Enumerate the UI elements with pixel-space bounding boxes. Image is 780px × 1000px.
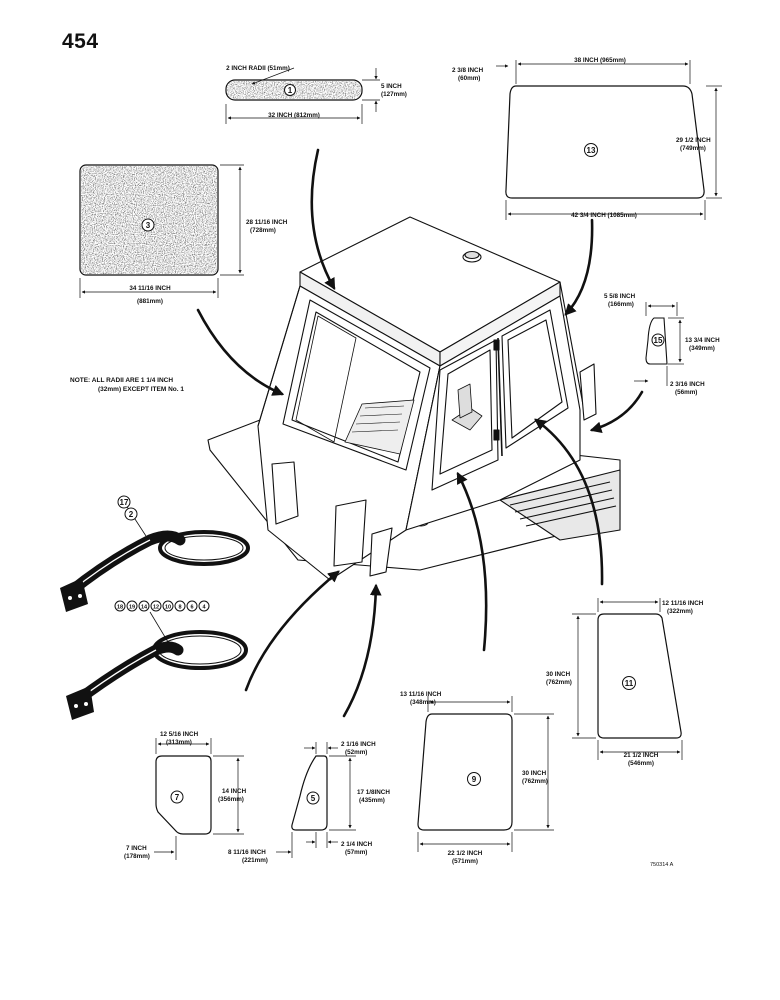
item-15-bottom-in: 2 3/16 INCH — [670, 381, 705, 388]
seal-b-callout-18: 18 — [117, 605, 123, 611]
item-1-height-in: 5 INCH — [381, 83, 402, 90]
seal-a-callout-2: 2 — [129, 510, 134, 519]
item-13-callout: 13 — [587, 146, 596, 155]
radii-note-line2: (32mm) EXCEPT ITEM No. 1 — [98, 386, 184, 393]
item-15-top-mm: (166mm) — [608, 301, 634, 308]
seal-b-callout-12: 12 — [153, 605, 159, 611]
item-9-callout: 9 — [472, 775, 477, 784]
glass-item-11 — [572, 598, 683, 760]
drawing-reference-code: 750314 A — [650, 862, 674, 868]
item-15-height-mm: (349mm) — [689, 345, 715, 352]
item-9-bottom-in: 22 1/2 INCH — [448, 850, 483, 857]
glass-item-13 — [496, 60, 722, 220]
item-7-bottom-mm: (178mm) — [124, 853, 150, 860]
item-9-height-mm: (762mm) — [522, 778, 548, 785]
item-7-height-in: 14 INCH — [222, 788, 247, 795]
item-3-height-in: 28 11/16 INCH — [246, 219, 288, 226]
page-number: 454 — [62, 30, 99, 53]
item-13-top: 38 INCH (965mm) — [574, 57, 626, 64]
item-11-callout: 11 — [625, 679, 634, 688]
pointer-arrows — [196, 148, 644, 718]
item-9-top-in: 13 11/16 INCH — [400, 691, 442, 698]
item-13-offset-in: 2 3/8 INCH — [452, 67, 484, 74]
seal-b-callout-4: 4 — [202, 605, 206, 611]
seal-b-callout-19: 19 — [129, 605, 135, 611]
item-5-top-mm: (52mm) — [345, 749, 367, 756]
item-7-bottom-in: 7 INCH — [126, 845, 147, 852]
glass-item-3 — [79, 164, 244, 298]
item-5-left-in: 8 11/16 INCH — [228, 849, 266, 856]
glass-item-15 — [634, 302, 684, 386]
item-9-height-in: 30 INCH — [522, 770, 547, 777]
seal-b-callouts — [114, 600, 210, 612]
tractor-cab-illustration — [207, 216, 621, 581]
seal-a-callout-17: 17 — [120, 498, 129, 507]
item-7-top-mm: (313mm) — [166, 739, 192, 746]
seal-b-callout-8: 8 — [178, 605, 181, 611]
item-1-height-mm: (127mm) — [381, 91, 407, 98]
item-5-top-in: 2 1/16 INCH — [341, 741, 376, 748]
item-13-height-mm: (749mm) — [680, 145, 706, 152]
item-5-left-mm: (221mm) — [242, 857, 268, 864]
glass-item-1 — [225, 67, 380, 124]
item-13-height-in: 29 1/2 INCH — [676, 137, 711, 144]
seal-b-callout-14: 14 — [141, 605, 148, 611]
item-1-radii: 2 INCH RADII (51mm) — [226, 65, 290, 72]
item-13-bottom: 42 3/4 INCH (1085mm) — [571, 212, 637, 219]
item-5-callout: 5 — [311, 794, 316, 803]
glass-item-7 — [154, 738, 244, 860]
item-7-top-in: 12 5/16 INCH — [160, 731, 199, 738]
seal-strip-b — [66, 611, 248, 720]
item-15-callout: 15 — [654, 336, 663, 345]
seal-strip-a — [60, 495, 250, 612]
item-7-callout: 7 — [175, 793, 180, 802]
item-1-callout: 1 — [288, 86, 293, 95]
item-5-bottom-mm: (57mm) — [345, 849, 367, 856]
item-9-top-mm: (348mm) — [410, 699, 436, 706]
item-3-width-mm: (881mm) — [137, 298, 163, 305]
item-13-offset-mm: (60mm) — [458, 75, 480, 82]
item-5-height-in: 17 1/8INCH — [357, 789, 390, 796]
item-11-bottom-mm: (546mm) — [628, 760, 654, 767]
item-1-width: 32 INCH (812mm) — [268, 112, 320, 119]
item-5-height-mm: (435mm) — [359, 797, 385, 804]
item-11-bottom-in: 21 1/2 INCH — [624, 752, 659, 759]
item-11-height-in: 30 INCH — [546, 671, 571, 678]
item-9-bottom-mm: (571mm) — [452, 858, 478, 865]
seal-b-callout-10: 10 — [165, 605, 171, 611]
item-11-top-mm: (322mm) — [667, 608, 693, 615]
item-5-bottom-in: 2 1/4 INCH — [341, 841, 373, 848]
glass-item-9 — [417, 696, 554, 852]
item-3-height-mm: (728mm) — [250, 227, 276, 234]
item-3-callout: 3 — [146, 221, 151, 230]
item-11-height-mm: (762mm) — [546, 679, 572, 686]
item-15-bottom-mm: (56mm) — [675, 389, 697, 396]
item-15-top-in: 5 5/8 INCH — [604, 293, 636, 300]
glass-item-5 — [276, 742, 356, 858]
item-15-height-in: 13 3/4 INCH — [685, 337, 720, 344]
item-7-height-mm: (356mm) — [218, 796, 244, 803]
radii-note-line1: NOTE: ALL RADII ARE 1 1/4 INCH — [70, 377, 173, 384]
item-11-top-in: 12 11/16 INCH — [662, 600, 704, 607]
seal-b-callout-6: 6 — [190, 605, 193, 611]
item-3-width-in: 34 11/16 INCH — [129, 285, 171, 292]
